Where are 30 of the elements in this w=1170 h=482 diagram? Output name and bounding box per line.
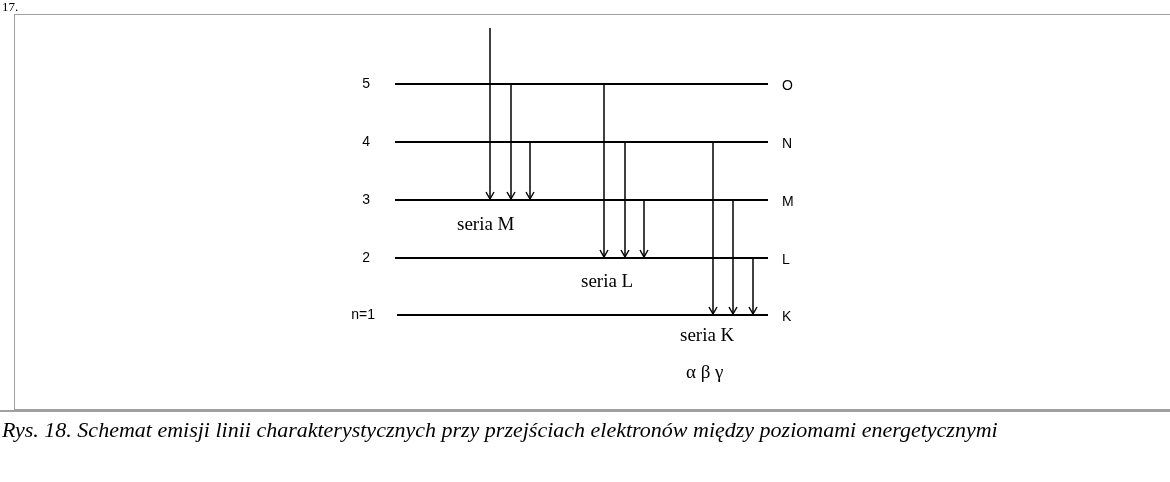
- energy-level-line: [395, 257, 768, 259]
- transition-arrow: [708, 142, 718, 315]
- figure-caption: Rys. 18. Schemat emisji linii charakterystycznych przy przejściach elektronów między poziomami energetycznymi: [2, 417, 999, 443]
- series-label: seria L: [581, 271, 634, 290]
- transition-arrow: [506, 84, 516, 200]
- energy-level-line: [395, 199, 768, 201]
- transition-arrow: [620, 142, 630, 258]
- shell-letter: K: [782, 309, 792, 323]
- energy-level-line: [395, 141, 768, 143]
- transition-arrow: [639, 200, 649, 258]
- transition-arrow: [485, 27, 495, 200]
- shell-letter: L: [782, 252, 790, 266]
- shell-letter: N: [782, 136, 793, 150]
- greek-letters: α β γ: [686, 362, 724, 381]
- shell-letter: M: [782, 194, 794, 208]
- level-number: 2: [361, 250, 370, 264]
- transition-arrow: [728, 200, 738, 315]
- level-number: 3: [361, 192, 370, 206]
- level-number: 4: [361, 134, 370, 148]
- page-number: 17.: [2, 0, 19, 13]
- shell-letter: O: [782, 78, 793, 92]
- level-number: n=1: [350, 307, 375, 321]
- transition-arrow: [525, 142, 535, 200]
- energy-level-line: [397, 314, 768, 316]
- transition-arrow: [599, 84, 609, 258]
- level-number: 5: [361, 76, 370, 90]
- series-label: seria M: [457, 214, 515, 233]
- series-label: seria K: [680, 325, 735, 344]
- energy-level-line: [395, 83, 768, 85]
- transition-arrow: [748, 258, 758, 315]
